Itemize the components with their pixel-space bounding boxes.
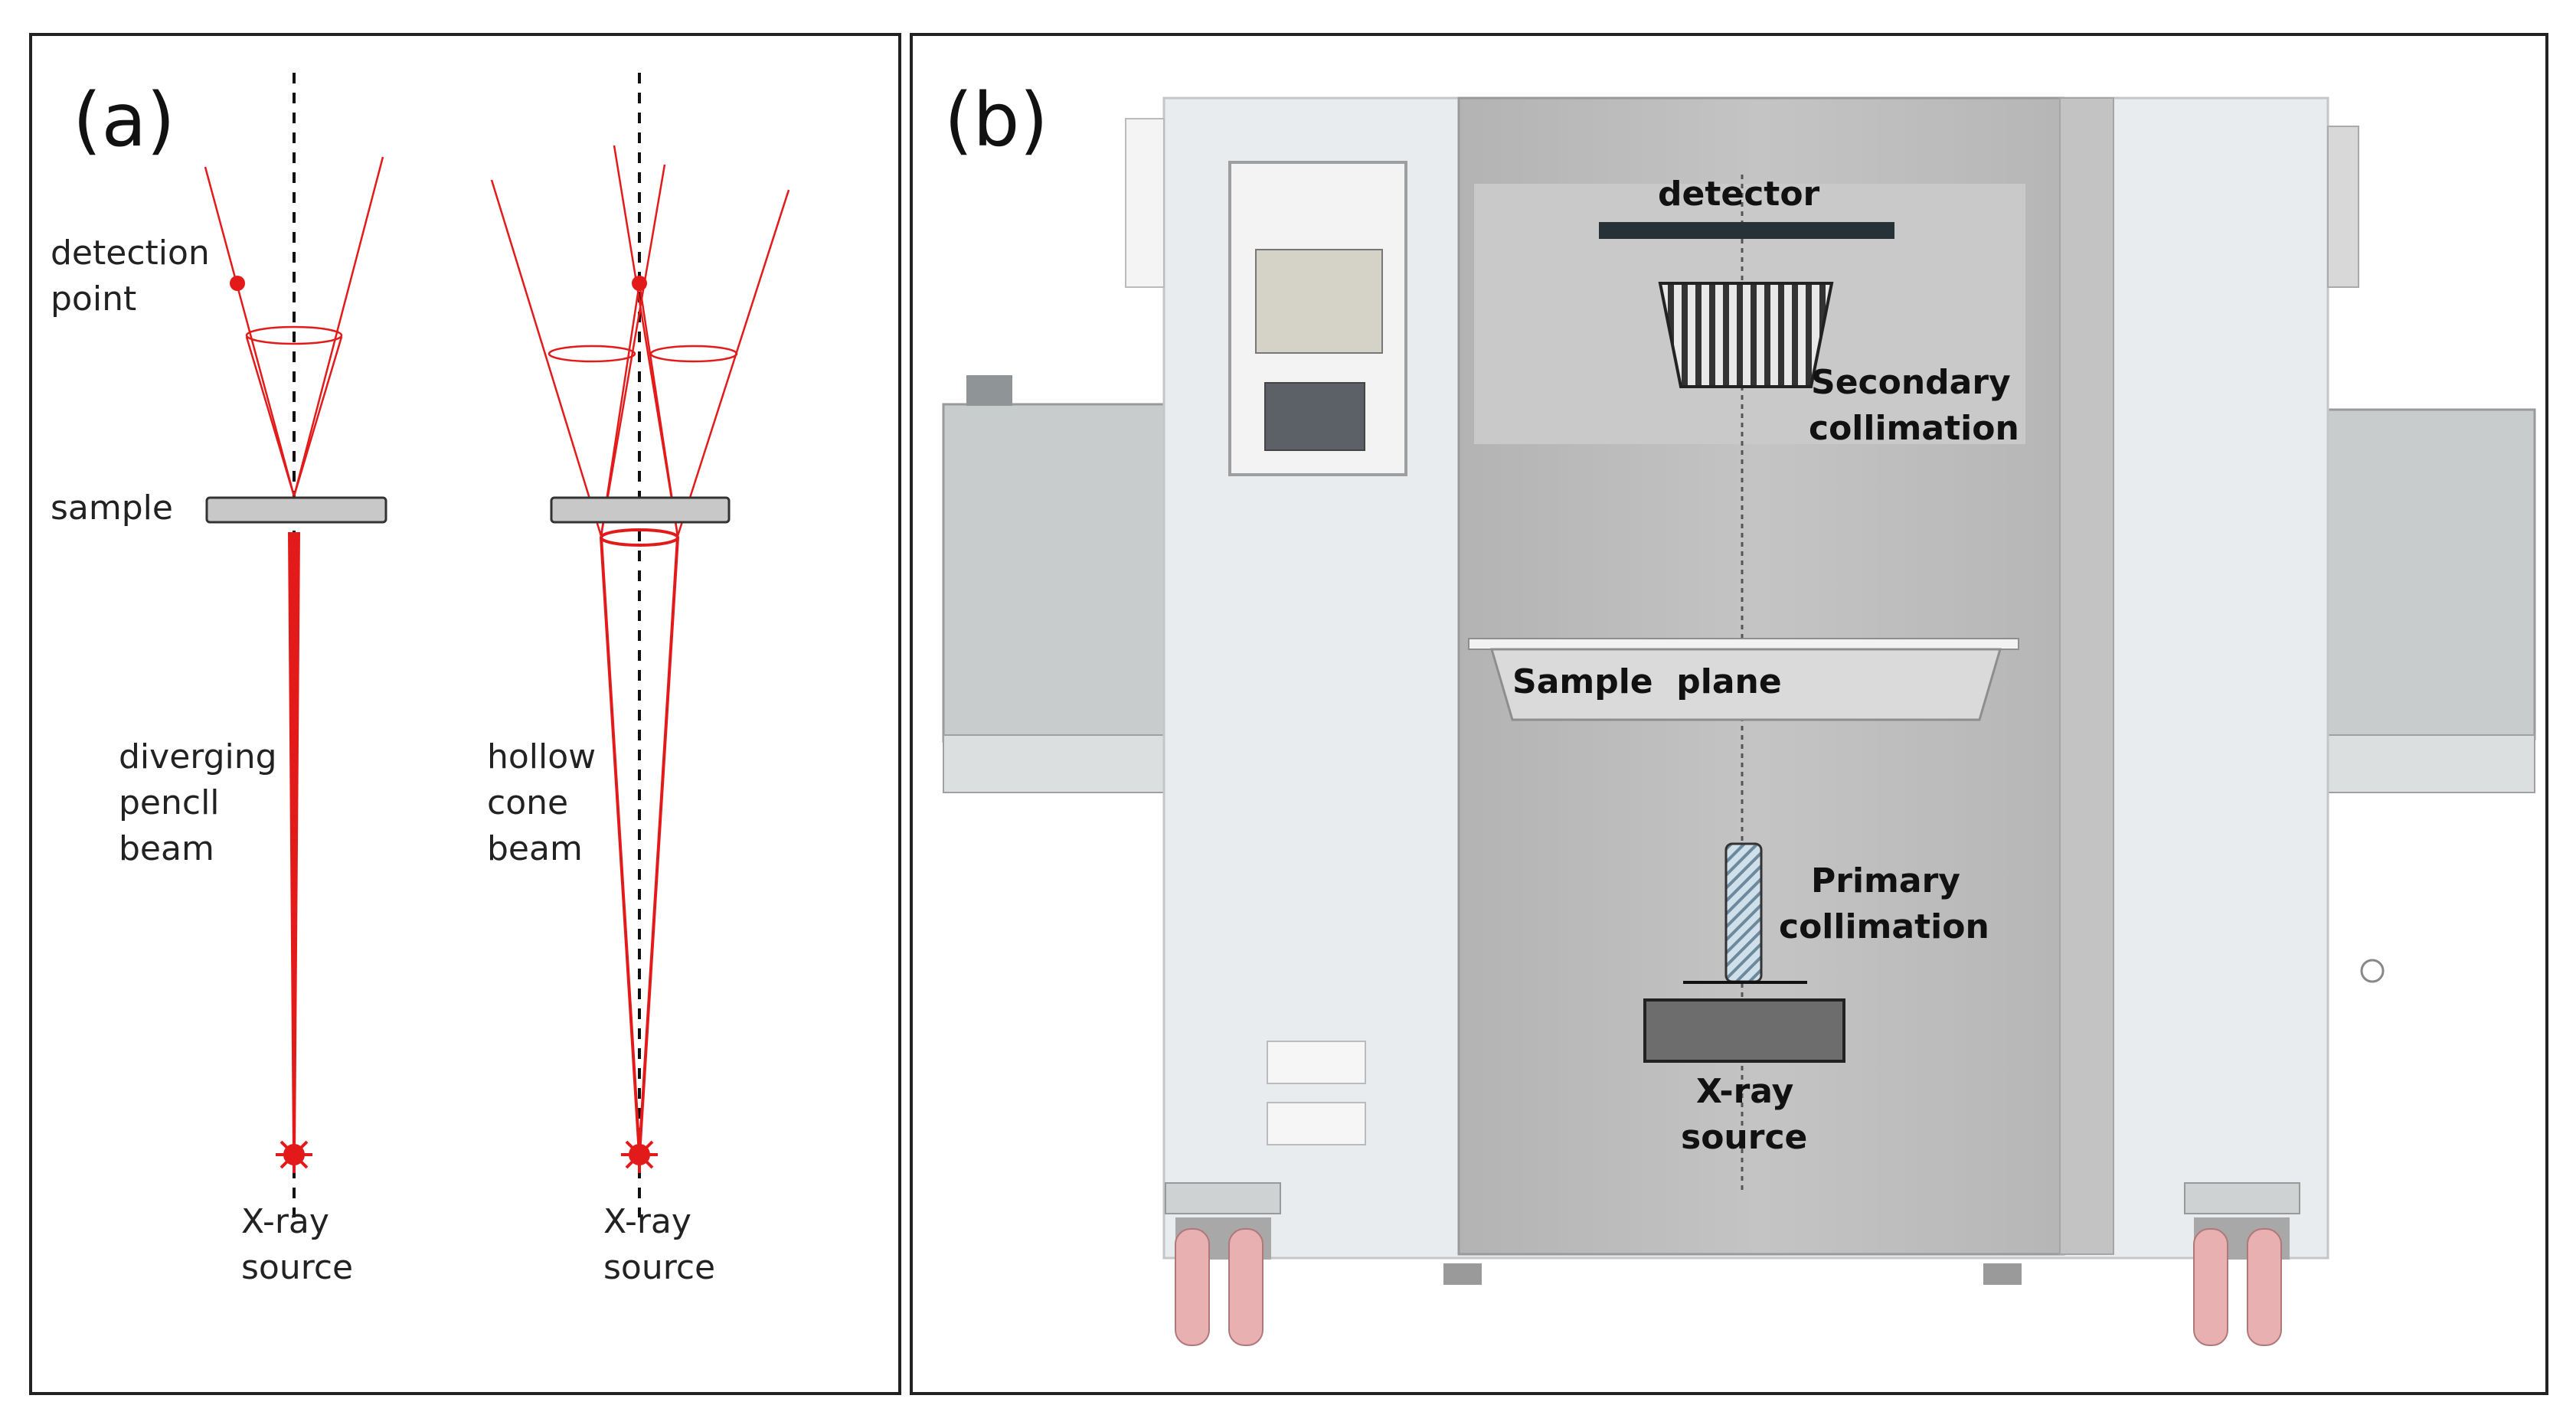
detection-ring-right [649, 345, 738, 363]
sample-plane [1489, 648, 2002, 721]
primary-label-1: Primary [1811, 861, 1960, 900]
detection-point-marker [632, 276, 647, 291]
side-indicator-left [1125, 118, 1165, 288]
sample-plane-label: Sample plane [1512, 662, 1782, 701]
door-hinge-column [2059, 97, 2114, 1255]
control-screen [1255, 249, 1383, 354]
pencil-label-1: diverging [119, 737, 277, 776]
secondary-label-2: collimation [1809, 409, 2019, 448]
detector-label: detector [1658, 175, 1820, 214]
starburst-icon [621, 1136, 658, 1173]
scatter-ray [490, 179, 603, 537]
foot-left [1443, 1263, 1482, 1285]
scatter-ray [600, 164, 666, 537]
scatter-ray [293, 336, 343, 497]
source-label-2: source [1681, 1118, 1807, 1157]
sample-label: sample [51, 489, 173, 528]
foot-right [1983, 1263, 2022, 1285]
conveyor-right [2326, 408, 2536, 793]
sample-plate-right [550, 496, 731, 524]
source-right-1: X-ray [603, 1202, 691, 1241]
panel-a: (a) [29, 33, 901, 1395]
scatter-ray [676, 189, 790, 537]
source-left-1: X-ray [241, 1202, 329, 1241]
cone-edge [638, 537, 679, 1155]
sample-plate-left [205, 496, 387, 524]
vent-panel [1267, 1102, 1366, 1145]
lock-knob-icon [2360, 959, 2385, 983]
sample-tray-rim [1468, 638, 2019, 650]
cone-beam-diagram [490, 73, 790, 1217]
primary-collimator [1724, 842, 1763, 983]
source-right-2: source [603, 1248, 715, 1287]
pencil-label-3: beam [119, 829, 214, 868]
panel-a-label: (a) [73, 77, 175, 163]
detector-bar [1599, 222, 1894, 239]
scatter-ray [293, 156, 384, 497]
pencil-label-2: pencll [119, 783, 220, 822]
pencil-beam [288, 532, 300, 1155]
side-indicator-right [2327, 126, 2359, 288]
cone-edge [600, 537, 641, 1155]
scatter-ray [638, 283, 679, 537]
source-label-1: X-ray [1696, 1072, 1793, 1111]
source-left-2: source [241, 1248, 353, 1287]
caster-left [1165, 1182, 1281, 1346]
secondary-label-1: Secondary [1811, 363, 2011, 402]
starburst-icon [276, 1136, 312, 1173]
xray-source-block [1643, 998, 1845, 1063]
vent-panel [1267, 1041, 1366, 1084]
secondary-collimator [1658, 282, 1834, 388]
panel-b: (b) detector Secondary collimation Sampl… [910, 33, 2548, 1395]
control-panel [1228, 161, 1407, 476]
caster-right [2184, 1182, 2300, 1346]
cone-label-3: beam [487, 829, 583, 868]
detection-ring [245, 325, 343, 345]
detection-label-2: point [51, 279, 136, 319]
detection-point-marker [230, 276, 245, 291]
detection-ring-left [548, 345, 636, 363]
conveyor-left [942, 375, 1167, 793]
detection-label-1: detection [51, 234, 210, 273]
scatter-ray [600, 283, 641, 537]
cone-label-1: hollow [487, 737, 596, 776]
pencil-beam-diagram [204, 73, 387, 1217]
panel-a-frame [29, 33, 901, 1395]
panel-b-label: (b) [944, 77, 1048, 163]
control-display [1264, 382, 1365, 451]
cone-label-2: cone [487, 783, 568, 822]
scatter-ray [245, 336, 296, 497]
primary-label-2: collimation [1779, 907, 1989, 946]
